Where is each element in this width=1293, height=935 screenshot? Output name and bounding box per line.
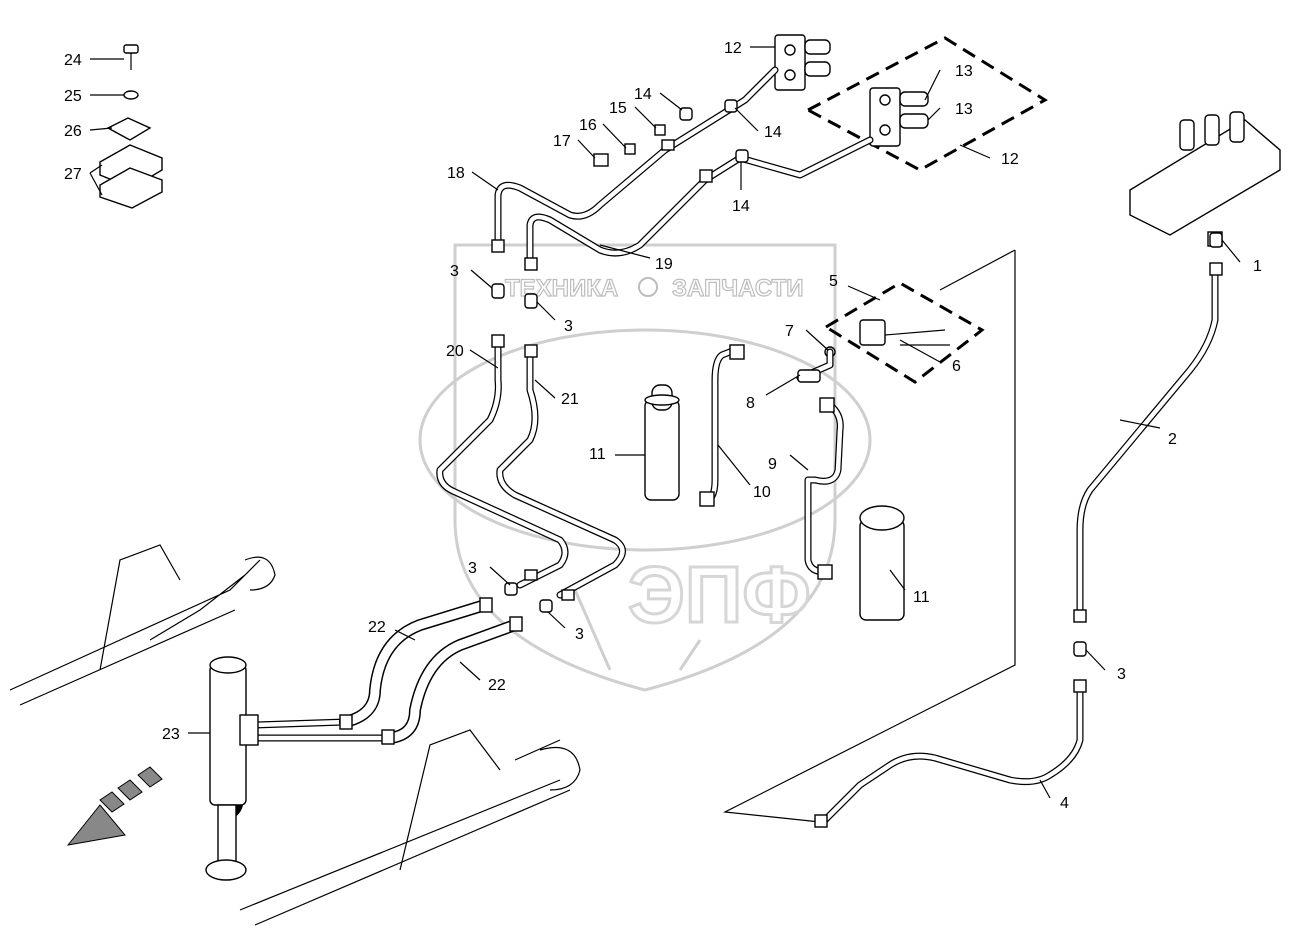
callout-14: 14 xyxy=(764,124,782,141)
cylinder-11-left xyxy=(644,384,680,501)
watermark-right-text: ЗАПЧАСТИ xyxy=(672,275,804,302)
callout-18: 18 xyxy=(447,165,465,182)
callout-22: 22 xyxy=(368,619,386,636)
callout-3: 3 xyxy=(468,560,477,577)
callout-5: 5 xyxy=(829,273,838,290)
callout-12: 12 xyxy=(1001,151,1019,168)
callout-23: 23 xyxy=(162,726,180,743)
frame-arms xyxy=(9,544,581,926)
callout-2: 2 xyxy=(1168,431,1177,448)
callout-22: 22 xyxy=(488,677,506,694)
valve-group-12-box xyxy=(804,36,1048,172)
bolt-clamp-stack xyxy=(99,44,163,209)
callout-4: 4 xyxy=(1060,795,1069,812)
callout-19: 19 xyxy=(655,256,673,273)
callout-12: 12 xyxy=(724,40,742,57)
pipe-lines xyxy=(228,66,1219,824)
callout-labels: 24 25 26 27 12 13 13 14 15 14 16 17 18 1… xyxy=(64,40,1262,812)
cylinder-11-right xyxy=(859,505,905,621)
callout-27: 27 xyxy=(64,166,82,183)
valve-block-13 xyxy=(869,87,929,147)
callout-3: 3 xyxy=(450,263,459,280)
cylinder-23 xyxy=(205,656,259,881)
callout-26: 26 xyxy=(64,123,82,140)
callout-7: 7 xyxy=(785,323,794,340)
callout-16: 16 xyxy=(579,117,597,134)
callout-14: 14 xyxy=(732,198,750,215)
callout-3: 3 xyxy=(1117,666,1126,683)
arrow-down-left-icon xyxy=(66,766,163,846)
gear-icon xyxy=(638,277,658,297)
callout-13: 13 xyxy=(955,101,973,118)
callout-17: 17 xyxy=(553,133,571,150)
callout-11: 11 xyxy=(589,446,606,463)
callout-15: 15 xyxy=(609,100,627,117)
callout-14: 14 xyxy=(634,86,652,103)
control-valve-assembly xyxy=(1129,111,1281,247)
leader-lines xyxy=(89,46,1241,799)
valve-5 xyxy=(824,319,950,358)
callout-8: 8 xyxy=(746,395,755,412)
callout-20: 20 xyxy=(446,343,464,360)
callout-9: 9 xyxy=(768,456,777,473)
callout-6: 6 xyxy=(952,358,961,375)
watermark-logo: ТЕХНИКА ЗАПЧАСТИ ЭПФ xyxy=(418,243,872,692)
panel-outline xyxy=(722,249,1016,823)
watermark-left-text: ТЕХНИКА xyxy=(505,275,618,302)
watermark-logo-letters: ЭПФ xyxy=(628,550,811,639)
callout-11: 11 xyxy=(913,589,930,606)
callout-1: 1 xyxy=(1253,258,1262,275)
callout-13: 13 xyxy=(955,63,973,80)
callout-3: 3 xyxy=(564,318,573,335)
callout-24: 24 xyxy=(64,52,82,69)
callout-25: 25 xyxy=(64,88,82,105)
callout-21: 21 xyxy=(561,391,579,408)
callout-3: 3 xyxy=(575,626,584,643)
fittings xyxy=(339,99,1223,828)
valve-block-12 xyxy=(774,34,831,91)
callout-10: 10 xyxy=(753,484,771,501)
